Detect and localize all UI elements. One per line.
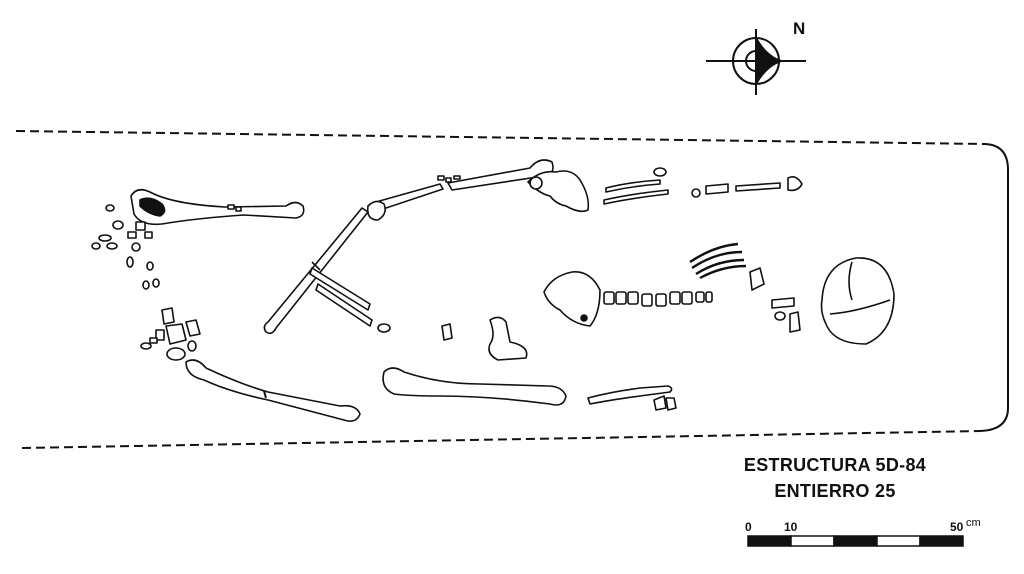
burial-title: ENTIERRO 25	[774, 481, 896, 501]
bone-humerus-upper-left	[130, 188, 305, 226]
bone-femur-lower-center	[382, 367, 567, 406]
bone-ilium	[488, 316, 528, 361]
scale-bar	[747, 535, 964, 547]
grave-bottom-edge	[21, 430, 981, 449]
grave-outline	[15, 130, 1009, 449]
bone-spine	[603, 291, 713, 307]
bone-crossing-b	[315, 283, 373, 327]
scale-tick-label: 10	[784, 520, 798, 534]
bone-sacrum	[543, 271, 601, 327]
bone-shaded-end	[139, 197, 166, 217]
bone-pelvis	[527, 170, 590, 213]
bone-crossing-a	[309, 267, 371, 311]
scale-tick-label: 0	[745, 520, 752, 534]
grave-top-edge	[15, 130, 986, 145]
north-arrow-icon	[706, 29, 806, 95]
bone-ribs-lower	[689, 242, 747, 280]
scale-segment	[919, 535, 964, 547]
bone-hand-fragments	[437, 175, 461, 183]
scale-segment	[876, 535, 921, 547]
bone-tibia-lower-right	[587, 385, 673, 405]
bone-skull	[820, 257, 895, 345]
bone-foot-fragments	[653, 395, 677, 411]
north-label: N	[793, 19, 806, 38]
bone-vertebrae-upper	[691, 176, 803, 198]
grave-right-end	[979, 143, 1009, 432]
structure-title: ESTRUCTURA 5D-84	[743, 455, 927, 475]
bone-fragments-lower-left	[140, 307, 201, 361]
bone-femur-lower-left	[185, 359, 361, 422]
bone-elbow	[366, 200, 386, 221]
bone-ulna-long	[375, 183, 444, 211]
scale-segment	[833, 535, 878, 547]
bone-ribs-upper	[603, 167, 669, 205]
bone-fragments-right	[749, 267, 801, 333]
bone-fragment-center	[441, 323, 453, 341]
skeleton-remains	[91, 159, 895, 422]
scale-segment	[790, 535, 835, 547]
bone-fragments-upper-left	[91, 204, 242, 290]
scale-tick-label: 50	[950, 520, 964, 534]
scale-segment	[747, 535, 792, 547]
scale-unit-label: cm	[966, 517, 981, 529]
